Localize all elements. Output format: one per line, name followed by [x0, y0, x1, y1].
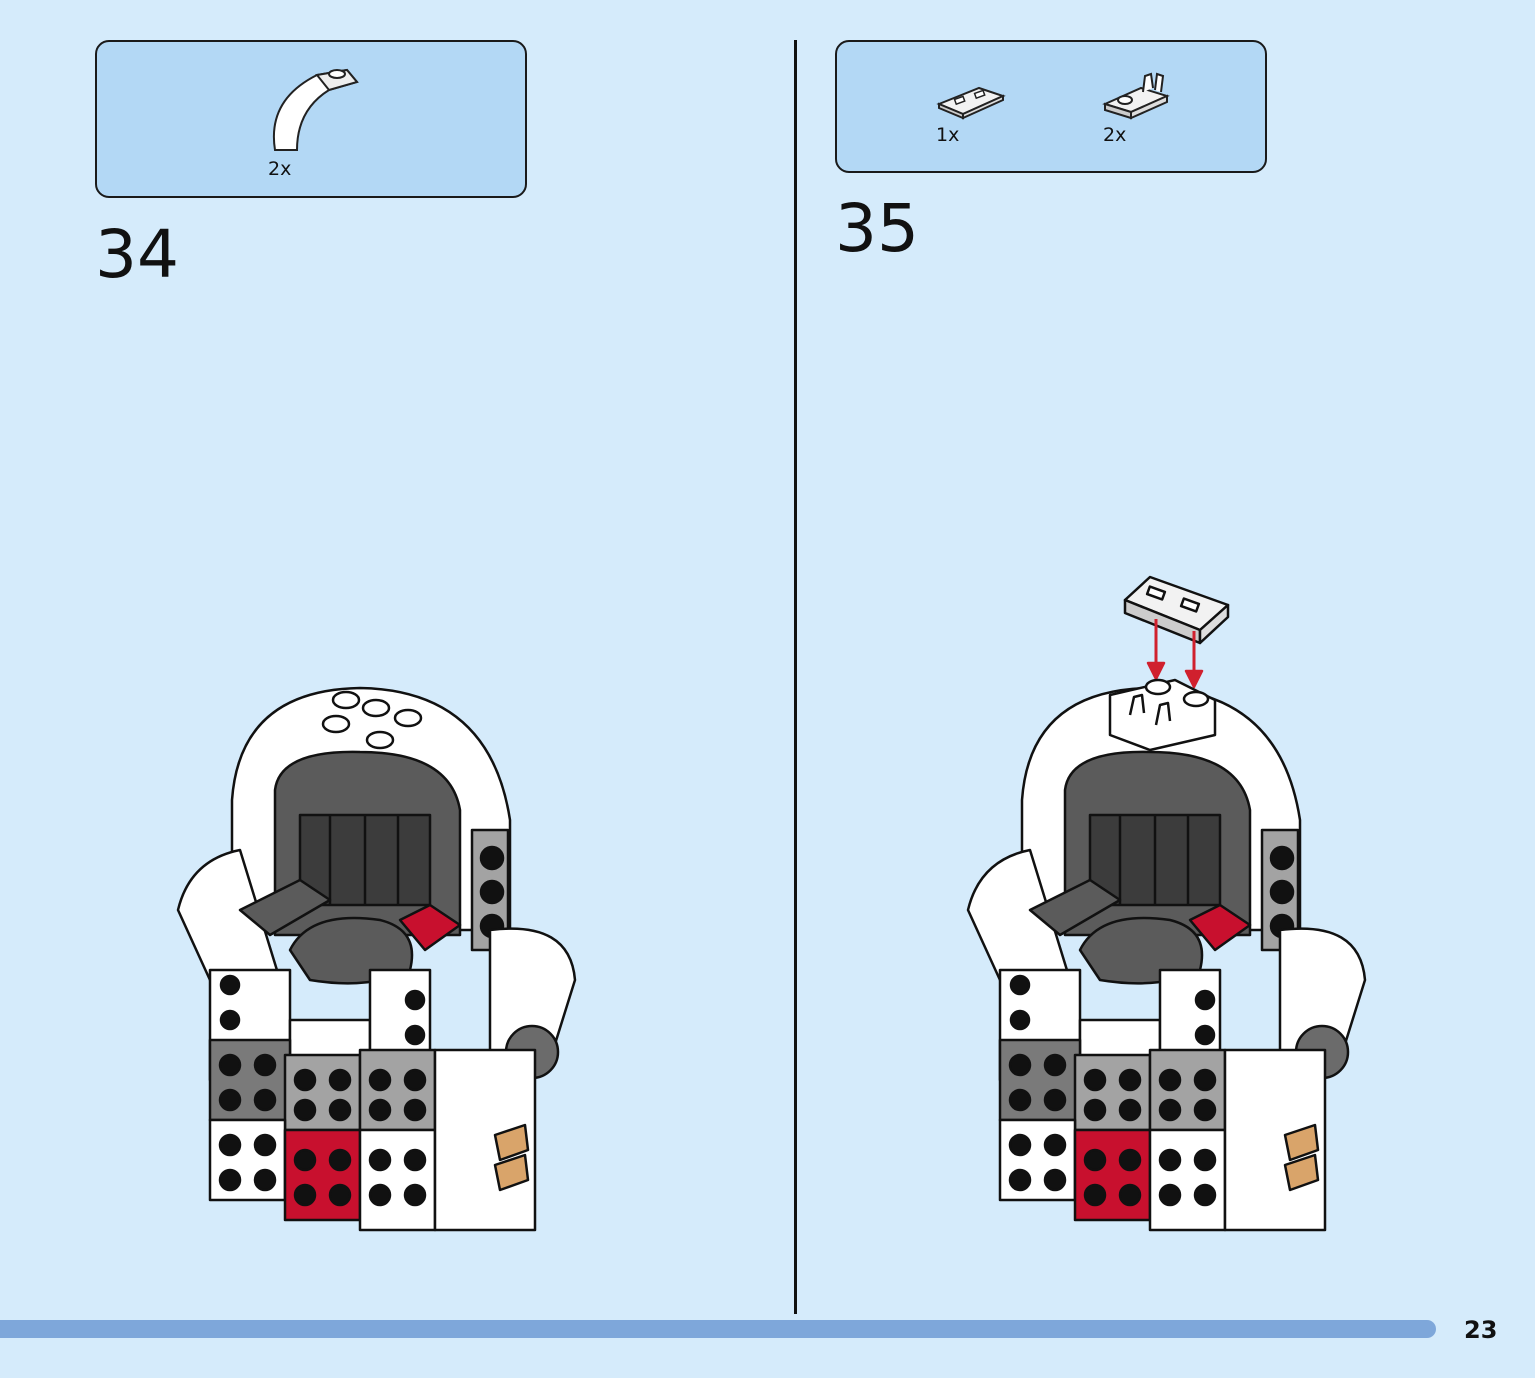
- page-number: 23: [1464, 1316, 1498, 1344]
- part-qty: 2x: [268, 158, 292, 180]
- progress-bar: [0, 1320, 1436, 1338]
- part-qty: 2x: [1103, 124, 1127, 146]
- parts-box-step-34: 2x: [95, 40, 527, 198]
- model-illustration-step-34: [176, 686, 577, 1232]
- model-illustration-step-35: [966, 575, 1367, 1232]
- parts-box-step-35: 1x 2x: [835, 40, 1267, 173]
- step-number-34: 34: [95, 216, 179, 293]
- clip-plate-icon: [1102, 72, 1170, 120]
- curved-slope-icon: [272, 68, 359, 151]
- tile-2x1-icon: [936, 86, 1006, 120]
- step-number-35: 35: [835, 190, 919, 267]
- step-divider: [794, 40, 797, 1314]
- part-qty: 1x: [936, 124, 960, 146]
